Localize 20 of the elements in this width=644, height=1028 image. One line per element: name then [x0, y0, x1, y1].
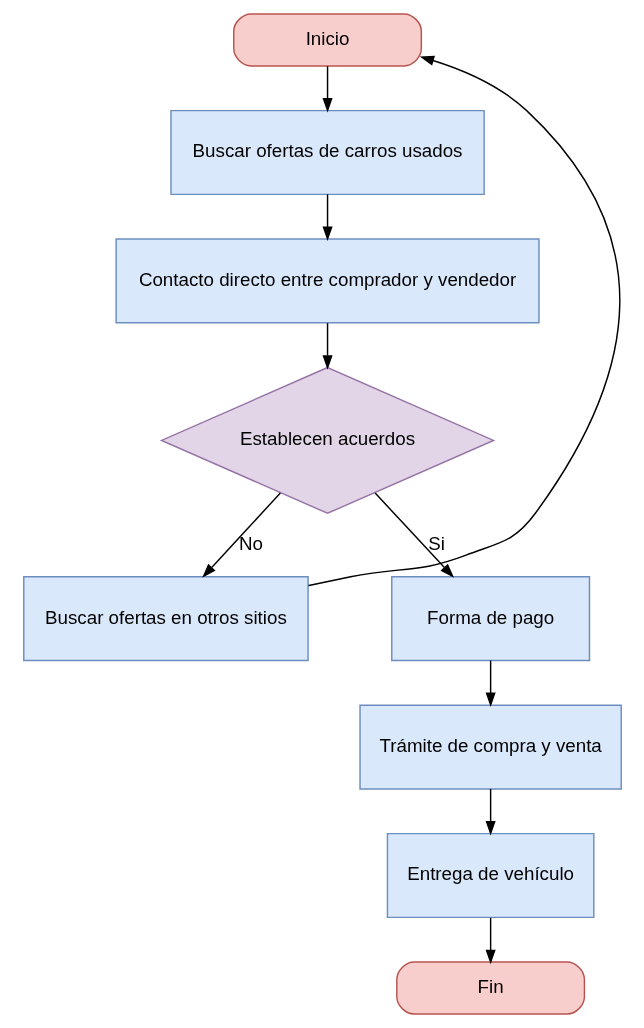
arrow [485, 659, 496, 708]
node-box: Fin [395, 961, 585, 1015]
node-diamond: Establecen acuerdos [159, 366, 495, 515]
node-box: Buscar ofertas de carros usados [169, 109, 485, 196]
arrow [201, 492, 281, 578]
node-box: Buscar ofertas en otros sitios [22, 576, 309, 662]
node-box: Forma de pago [390, 576, 590, 662]
node-box: Trámite de compra y venta [358, 704, 622, 790]
node-box: Inicio [232, 13, 422, 67]
edge-label: Si [427, 532, 445, 554]
arrow [322, 193, 333, 241]
arrow [322, 65, 333, 113]
edge-label: No [238, 532, 263, 554]
arrow [485, 788, 496, 836]
node-box: Contacto directo entre comprador y vendedor [114, 238, 540, 324]
arrow [485, 917, 496, 965]
arrow [373, 492, 454, 578]
node-box: Entrega de vehículo [386, 832, 595, 919]
arrow [322, 322, 333, 370]
arrow [307, 55, 620, 587]
